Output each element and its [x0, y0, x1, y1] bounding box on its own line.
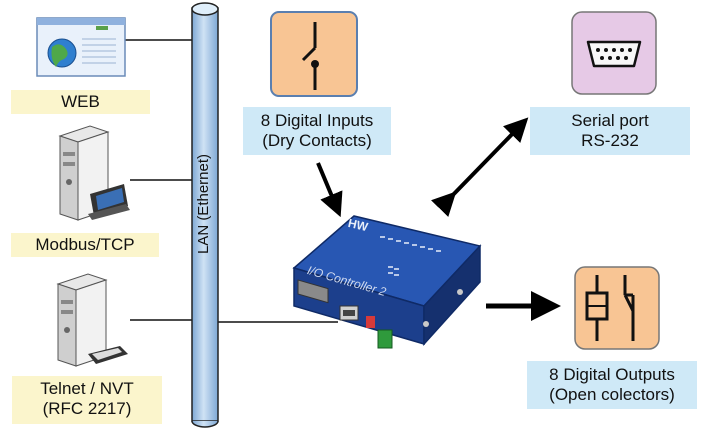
outputs-label-line2: (Open colectors) [549, 385, 675, 404]
switch-icon [269, 10, 359, 98]
lan-label: LAN (Ethernet) [195, 153, 212, 255]
serial-arrow [431, 117, 529, 217]
server-icon [52, 122, 132, 224]
web-label: WEB [11, 90, 150, 114]
serial-label-line2: RS-232 [581, 131, 639, 150]
telnet-label: Telnet / NVT (RFC 2217) [12, 376, 162, 424]
inputs-arrow [316, 162, 343, 218]
server-icon [50, 270, 130, 370]
serial-connector-icon [570, 10, 658, 96]
modbus-label: Modbus/TCP [11, 233, 159, 257]
inputs-label-line1: 8 Digital Inputs [260, 111, 374, 130]
serial-label-line1: Serial port [571, 111, 649, 130]
outputs-label-line1: 8 Digital Outputs [549, 365, 675, 384]
io-controller-device: HW I/O Controller 2 [284, 206, 484, 356]
outputs-label: 8 Digital Outputs (Open colectors) [527, 361, 697, 409]
inputs-label-line2: (Dry Contacts) [262, 131, 372, 150]
inputs-label: 8 Digital Inputs (Dry Contacts) [243, 107, 391, 155]
lan-bus: LAN (Ethernet) [191, 2, 219, 428]
relay-icon [573, 265, 661, 351]
browser-window-icon [36, 17, 128, 79]
telnet-label-line2: (RFC 2217) [42, 399, 132, 418]
serial-label: Serial port RS-232 [530, 107, 690, 155]
telnet-label-line1: Telnet / NVT [40, 379, 134, 398]
